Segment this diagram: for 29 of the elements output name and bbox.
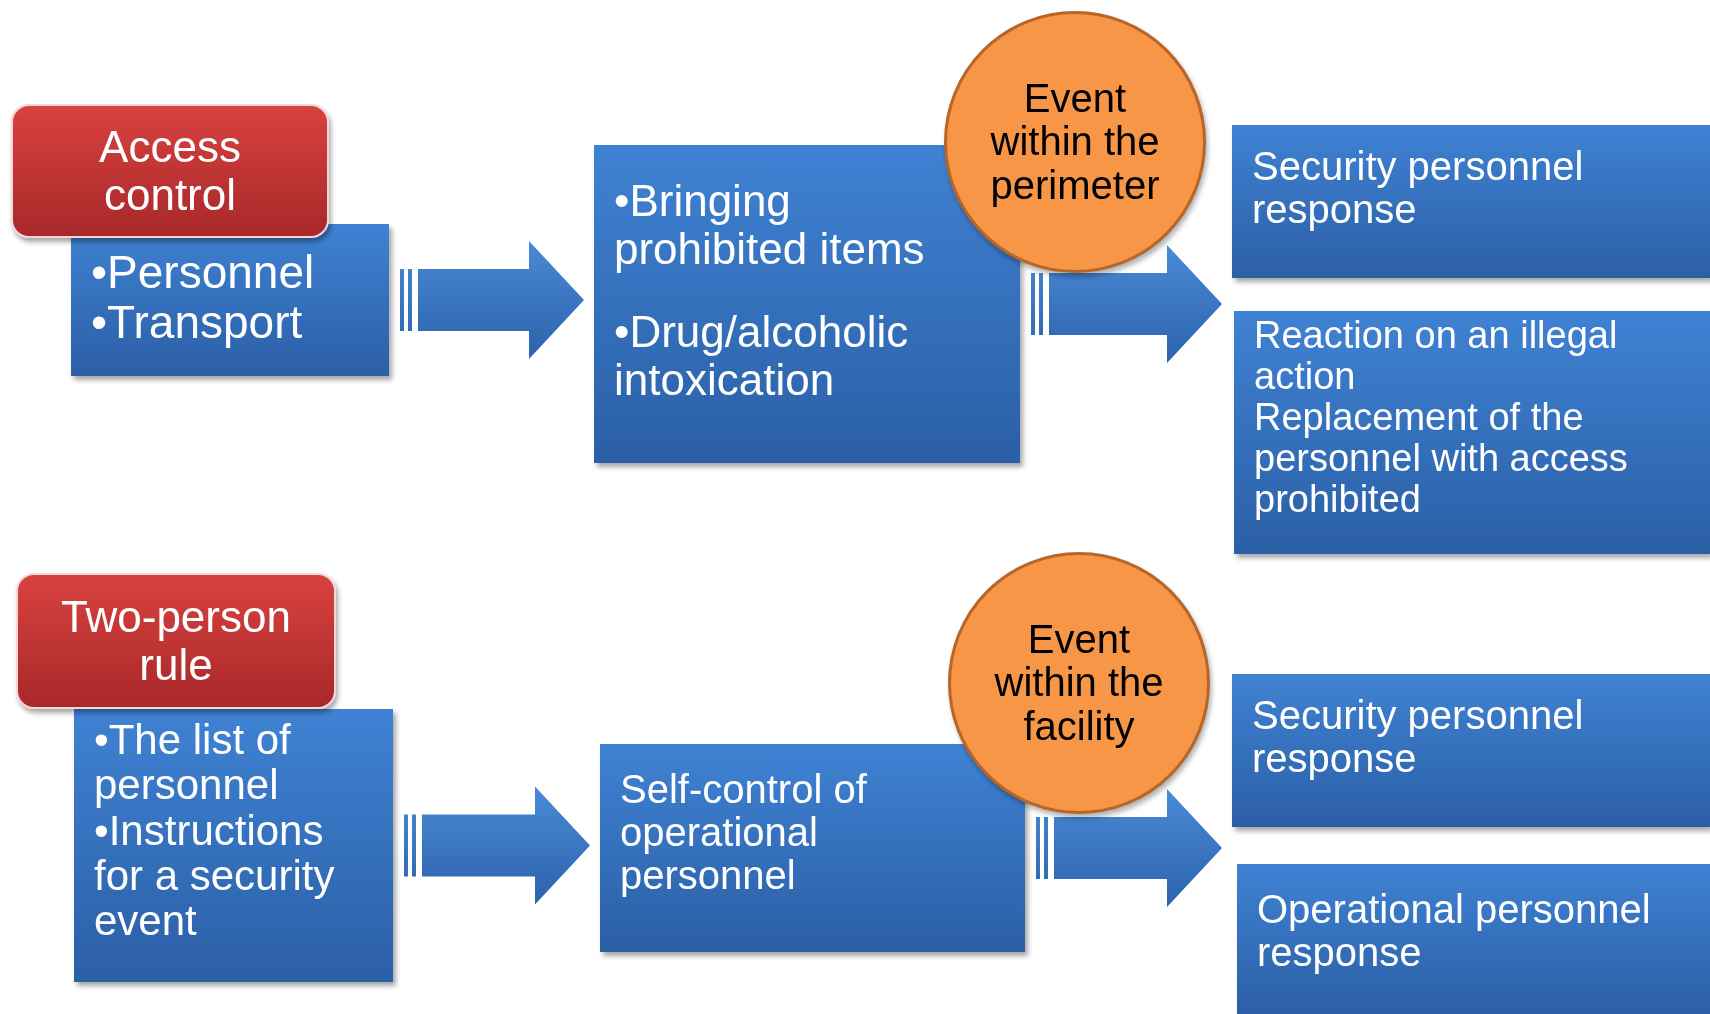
process-box [71,224,389,376]
process-box [1237,864,1710,1014]
box-text: Event within the perimeter [989,77,1161,207]
box-text: •Bringing prohibited items [614,177,926,273]
box-text: •Drug/alcoholic intoxication [614,308,910,404]
process-box [600,744,1025,952]
box-text: Event within the facility [993,618,1165,748]
box-text: •The list of personnel [94,717,292,808]
block-arrow [404,786,590,905]
box-text: Self-control of operational personnel [620,768,868,898]
box-text: Operational personnel response [1257,888,1652,975]
process-box [1232,674,1710,827]
box-text: Access control [98,123,242,219]
header-box [16,573,336,709]
box-text: Replacement of the personnel with access prohibited [1254,397,1629,521]
box-text: Security personnel response [1252,145,1585,232]
process-box [1232,125,1710,278]
block-arrow [1031,245,1222,363]
process-box [74,709,393,982]
box-text: •Transport [91,297,304,348]
block-arrow [400,241,584,359]
box-text: Security personnel response [1252,694,1585,781]
box-text: •Instructions for a security event [94,807,336,944]
box-text: Reaction on an illegal action [1254,315,1619,398]
process-box [1234,311,1710,554]
block-arrow [1036,789,1222,907]
header-box [11,104,329,238]
box-text: Two-person rule [60,593,292,689]
box-text: •Personnel [91,248,316,298]
